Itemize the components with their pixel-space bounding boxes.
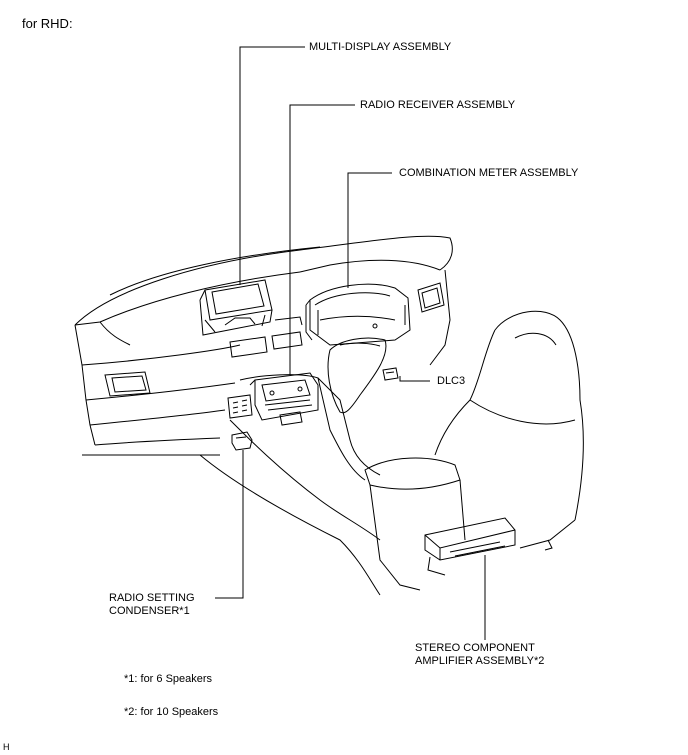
steering-column: [327, 337, 387, 414]
dash-openings: [229, 316, 303, 358]
label-dlc3: DLC3: [437, 375, 466, 387]
diagram-title: for RHD:: [22, 16, 73, 31]
label-amplifier-line2: AMPLIFIER ASSEMBLY*2: [415, 655, 545, 667]
leader-radio-receiver: [289, 104, 355, 375]
multi-display-unit: [199, 279, 273, 336]
label-combination-meter: COMBINATION METER ASSEMBLY: [399, 167, 579, 179]
center-console: [229, 374, 466, 591]
label-amplifier-line1: STEREO COMPONENT: [415, 642, 535, 654]
switch-panel: [227, 394, 253, 419]
leader-lines: [215, 46, 486, 640]
radio-receiver-unit: [249, 372, 319, 426]
leader-combination-meter: [347, 172, 392, 288]
left-vent: [104, 371, 151, 397]
footer-mark: H: [3, 742, 10, 752]
leader-radio-setting: [215, 450, 244, 599]
combination-meter-unit: [305, 283, 411, 346]
leader-dlc3: [399, 376, 430, 382]
label-radio-setting-line2: CONDENSER*1: [109, 605, 190, 617]
label-radio-setting-line1: RADIO SETTING: [109, 592, 195, 604]
label-radio-receiver: RADIO RECEIVER ASSEMBLY: [360, 99, 516, 111]
footnote-1: *1: for 6 Speakers: [124, 673, 213, 685]
right-vent: [417, 282, 445, 313]
radio-setting-condenser: [231, 431, 253, 451]
footnote-2: *2: for 10 Speakers: [124, 706, 219, 718]
dashboard-outline: [74, 235, 453, 596]
dlc3-connector: [382, 367, 399, 381]
leader-multi-display: [239, 46, 305, 285]
amplifier-unit: [424, 517, 516, 576]
label-multi-display: MULTI-DISPLAY ASSEMBLY: [309, 41, 452, 53]
driver-seat: [434, 310, 584, 551]
